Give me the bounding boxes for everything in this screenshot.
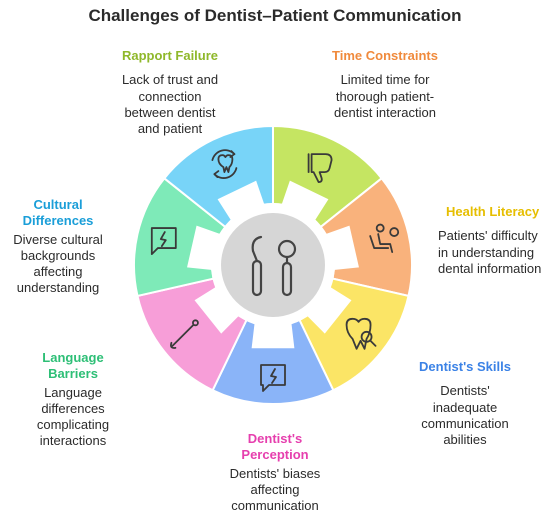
skills-description: Dentists' inadequate communication abili… [421, 383, 509, 447]
label-time: Time Constraints Limited time for thorou… [305, 48, 465, 121]
language-heading: Language Barriers [42, 350, 104, 382]
dental-instruments-icon [251, 235, 297, 297]
time-description: Limited time for thorough patient- denti… [334, 72, 436, 120]
tooth-cycle-icon [211, 149, 238, 179]
label-perception: Dentist's Perception Dentists' biases af… [205, 431, 345, 514]
perception-heading: Dentist's Perception [241, 431, 309, 463]
rapport-heading: Rapport Failure [121, 48, 219, 63]
broken-speech-icon [260, 364, 286, 392]
tooth-magnifier-icon [345, 317, 377, 350]
label-rapport: Rapport Failure Lack of trust and connec… [95, 48, 245, 137]
literacy-heading: Health Literacy [446, 204, 540, 219]
cultural-heading: Cultural Differences [22, 197, 94, 229]
perception-description: Dentists' biases affecting communication [229, 465, 321, 514]
label-language: Language Barriers Language differences c… [18, 350, 128, 450]
skills-heading: Dentist's Skills [419, 359, 511, 374]
gear-hub [221, 213, 325, 317]
label-cultural: Cultural Differences Diverse cultural ba… [0, 197, 116, 297]
label-skills: Dentist's Skills Dentists' inadequate co… [402, 359, 528, 448]
label-literacy: Health Literacy Patients' difficulty in … [438, 204, 550, 277]
cultural-description: Diverse cultural backgrounds affecting u… [13, 231, 103, 296]
literacy-description: Patients' difficulty in understanding de… [438, 228, 542, 276]
rapport-description: Lack of trust and connection between den… [121, 72, 219, 136]
time-heading: Time Constraints [332, 48, 438, 63]
dental-tool-icon [170, 319, 199, 349]
waiting-patient-icon [369, 223, 400, 253]
thumbs-down-icon [307, 153, 333, 183]
diagram-title: Challenges of Dentist–Patient Communicat… [88, 6, 462, 25]
broken-chat-icon [150, 227, 177, 255]
language-description: Language differences complicating intera… [36, 384, 110, 449]
